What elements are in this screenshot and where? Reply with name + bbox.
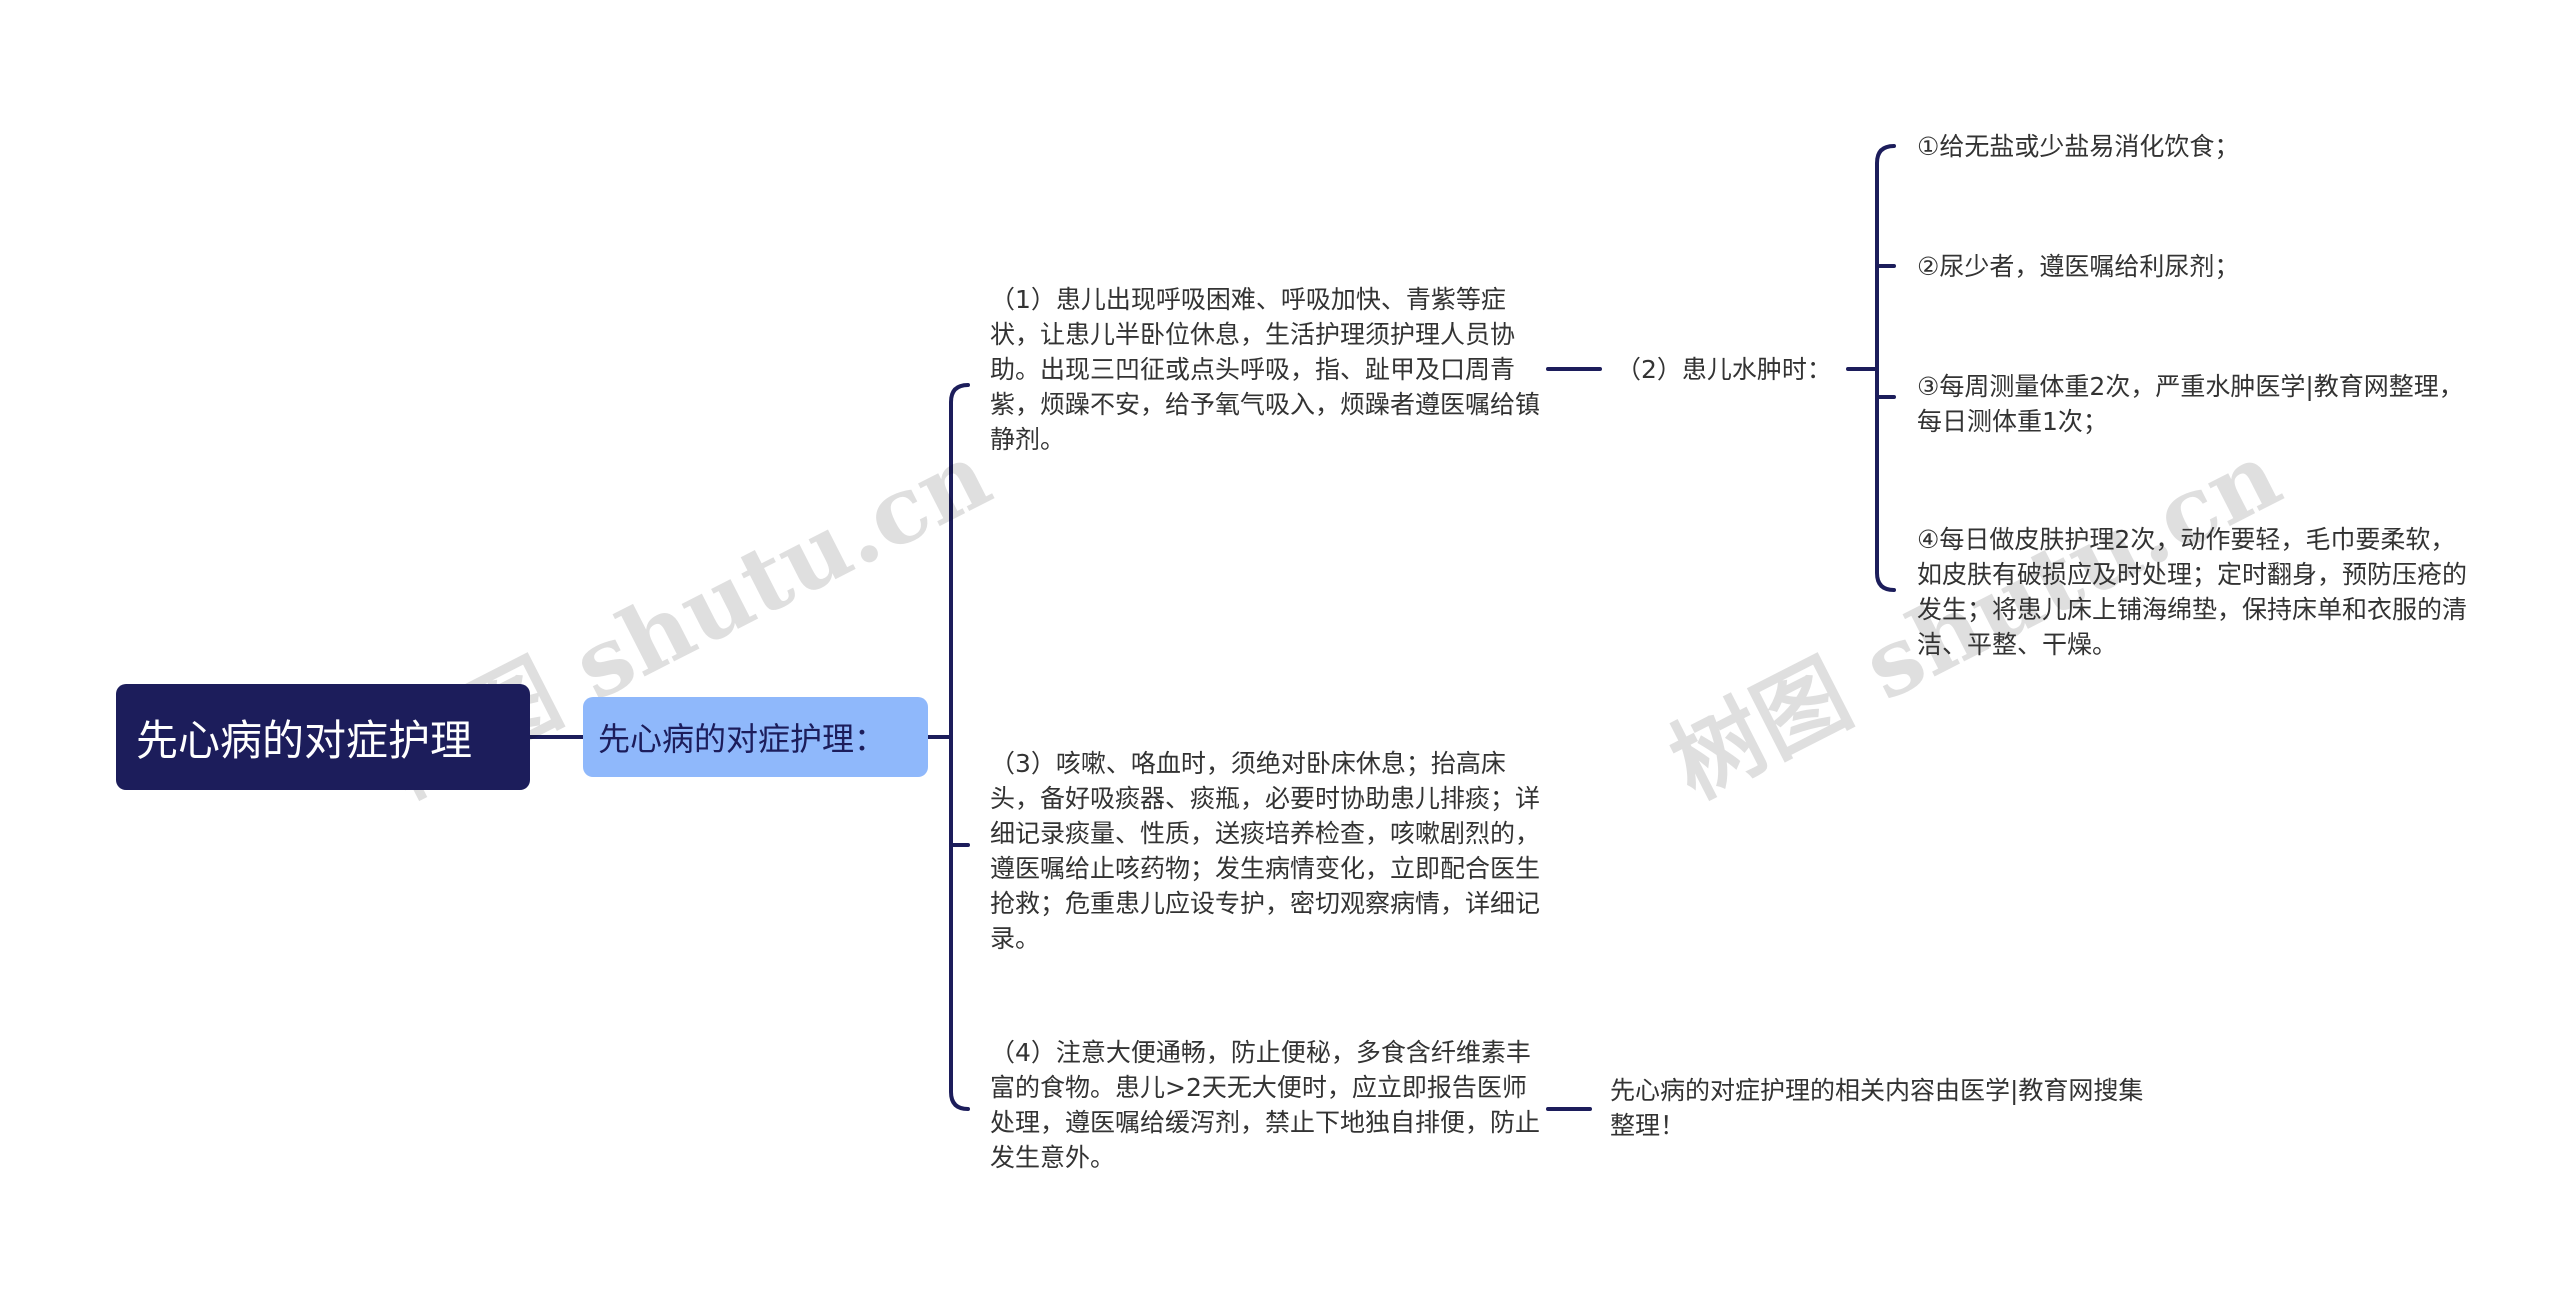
branch-node-2-header[interactable]: （2）患儿水肿时： bbox=[1616, 355, 1832, 384]
root-label: 先心病的对症护理 bbox=[136, 715, 473, 765]
sub-node-2-2[interactable]: ②尿少者，遵医嘱给利尿剂； bbox=[1917, 252, 2240, 281]
level1-label: 先心病的对症护理： bbox=[598, 720, 887, 758]
connector-main-spine bbox=[949, 383, 970, 1111]
connector-sub-spine bbox=[1875, 144, 1896, 592]
branch-node-4[interactable]: （4）注意大便通畅，防止便秘，多食含纤维素丰富的食物。患儿>2天无大便时，应立即… bbox=[990, 1038, 1541, 1172]
root-node[interactable]: 先心病的对症护理 bbox=[116, 684, 530, 790]
branch-node-1[interactable]: （1）患儿出现呼吸困难、呼吸加快、青紫等症状，让患儿半卧位休息，生活护理须护理人… bbox=[990, 285, 1541, 454]
sub-node-2-1[interactable]: ①给无盐或少盐易消化饮食； bbox=[1917, 132, 2240, 161]
level1-node[interactable]: 先心病的对症护理： bbox=[583, 697, 928, 777]
sub-node-2-4[interactable]: ④每日做皮肤护理2次，动作要轻，毛巾要柔软，如皮肤有破损应及时处理；定时翻身，预… bbox=[1917, 525, 2468, 659]
branch-node-3[interactable]: （3）咳嗽、咯血时，须绝对卧床休息；抬高床头，备好吸痰器、痰瓶，必要时协助患儿排… bbox=[990, 749, 1541, 953]
sub-node-2-3[interactable]: ③每周测量体重2次，严重水肿医学|教育网整理，每日测体重1次； bbox=[1917, 372, 2464, 436]
branch-node-4-note[interactable]: 先心病的对症护理的相关内容由医学|教育网搜集整理！ bbox=[1610, 1076, 2144, 1140]
